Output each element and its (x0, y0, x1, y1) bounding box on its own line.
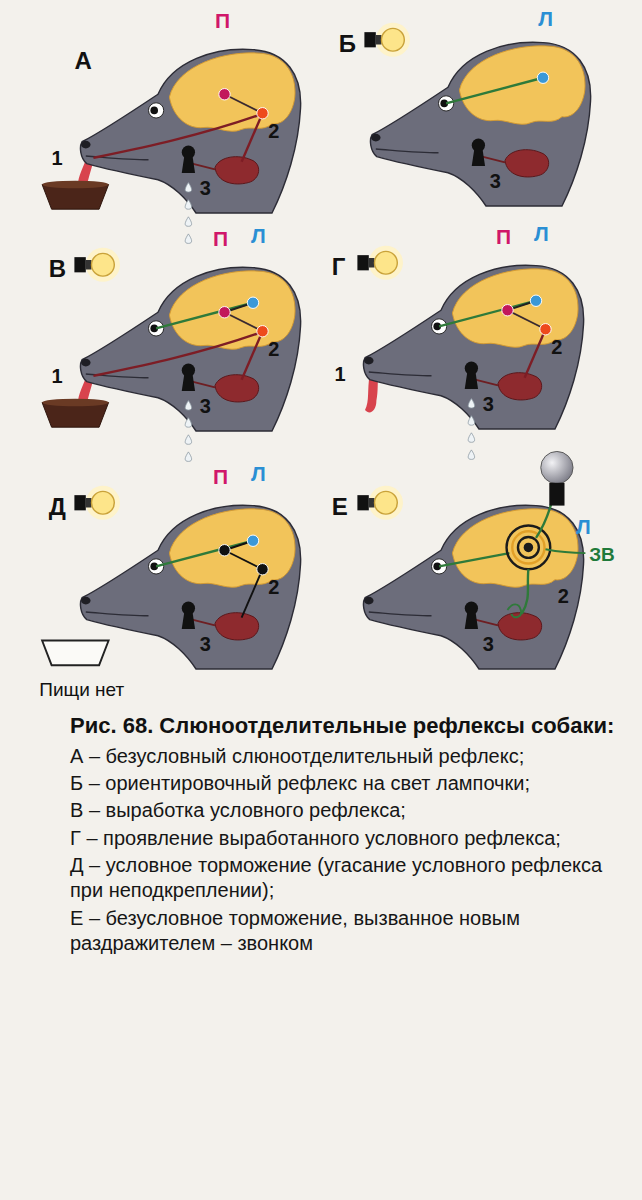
callout-number: 3 (200, 633, 211, 656)
caption-item: Б – ориентировочный рефлекс на свет ламп… (70, 771, 630, 796)
panel-b (364, 23, 590, 206)
panel-g (357, 246, 583, 460)
callout-number: 1 (335, 363, 346, 386)
caption-item: Г – проявление выработанного условного р… (70, 826, 630, 851)
panel-letter: Г (332, 253, 346, 281)
center-mark: П (213, 465, 228, 489)
center-mark: Л (251, 224, 266, 248)
panel-e (357, 451, 585, 669)
panel-letter: Б (339, 30, 356, 58)
caption-item: В – выработка условного рефлекса; (70, 798, 630, 823)
panel-a (42, 49, 301, 243)
caption-item: А – безусловный слюноотделительный рефле… (70, 744, 630, 769)
panel-letter: В (49, 255, 66, 283)
panel-letter: Е (332, 493, 348, 521)
panel-letter: А (74, 47, 91, 75)
callout-number: 3 (490, 170, 501, 193)
center-mark: Л (534, 222, 549, 246)
callout-number: 2 (268, 576, 279, 599)
center-mark: П (215, 9, 230, 33)
callout-number: 3 (200, 395, 211, 418)
caption-item: Е – безусловное торможение, вызванное но… (70, 906, 630, 957)
callout-number: 2 (268, 120, 279, 143)
callout-number: 2 (558, 585, 569, 608)
callout-number: 1 (52, 147, 63, 170)
callout-number: 2 (551, 336, 562, 359)
caption-block: Рис. 68. Слюноотделительные рефлексы соб… (70, 712, 630, 959)
center-mark: П (213, 227, 228, 251)
center-mark: Л (251, 462, 266, 486)
callout-number: 3 (483, 633, 494, 656)
figure-caption: Рис. 68. Слюноотделительные рефлексы соб… (70, 712, 630, 740)
callout-number: 2 (268, 338, 279, 361)
center-mark: Л (538, 7, 553, 31)
center-mark: П (496, 225, 511, 249)
caption-item: Д – условное торможение (угасание условн… (70, 853, 630, 904)
callout-number: 3 (483, 393, 494, 416)
center-mark: Л (576, 515, 591, 539)
callout-number: 3 (200, 177, 211, 200)
panel-v (42, 248, 301, 462)
callout-number: 1 (52, 365, 63, 388)
stimulus-label: ЗВ (589, 544, 615, 566)
bell-symbol (541, 451, 573, 505)
note-text: Пищи нет (39, 679, 124, 701)
panel-letter: Д (49, 493, 66, 521)
panel-d (42, 486, 301, 669)
